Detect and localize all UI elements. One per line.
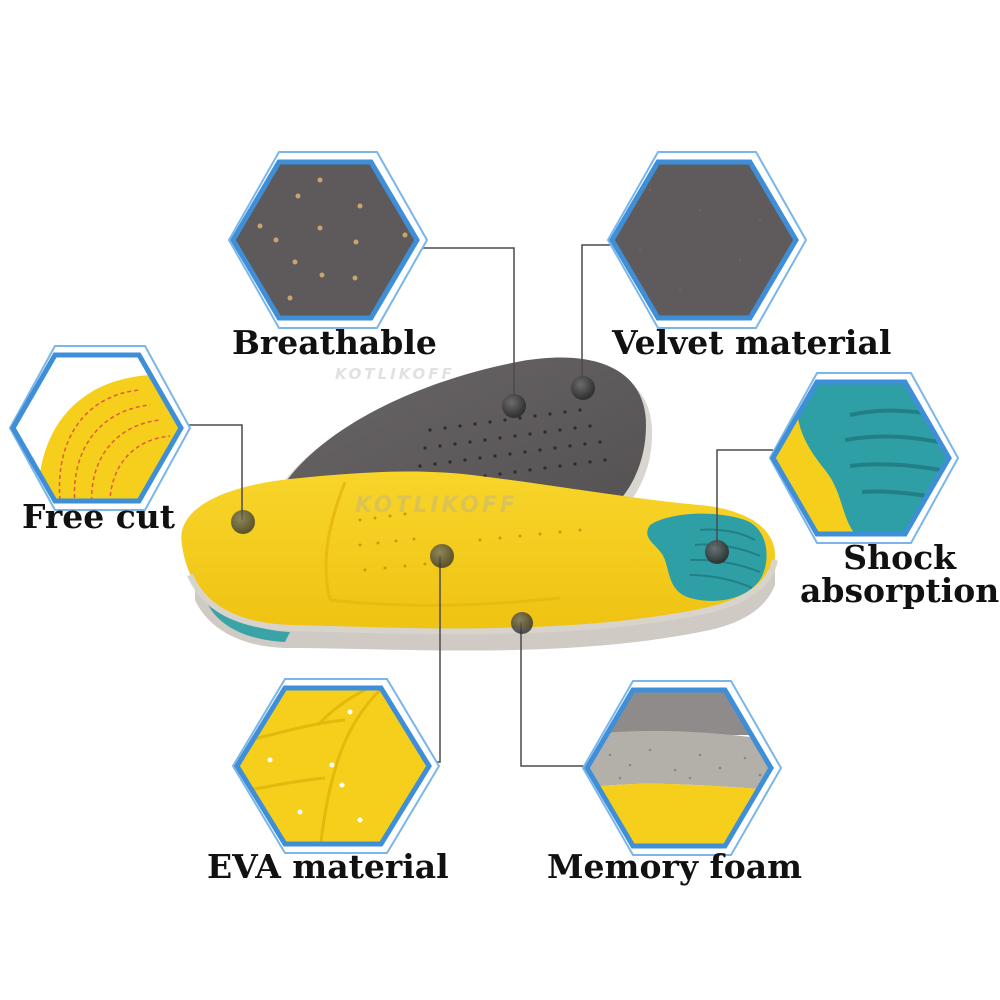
breathable-holes	[418, 408, 607, 484]
front-insole-foam-rim	[187, 559, 778, 635]
marker-velvet	[571, 376, 595, 400]
marker-free-cut	[231, 510, 255, 534]
gel-ridges	[689, 528, 761, 589]
label-eva-material: EVA material	[207, 847, 449, 886]
label-memory-foam: Memory foam	[547, 847, 803, 886]
eva-arch-contour	[324, 481, 561, 607]
front-insole-side	[195, 560, 775, 651]
insole-photo	[181, 357, 778, 651]
hex-memory-foam	[581, 680, 783, 856]
front-insole-teal-underside	[205, 590, 290, 642]
label-free-cut: Free cut	[22, 497, 176, 536]
connector-shock	[716, 449, 773, 550]
hex-breathable	[227, 151, 429, 329]
label-shock-absorption: Shock absorption	[800, 541, 999, 607]
watermark-top: KOTLIKOFF	[335, 365, 455, 383]
connector-free-cut	[181, 424, 243, 520]
connector-memory	[520, 622, 587, 767]
label-breathable: Breathable	[232, 323, 437, 362]
hex-eva-material	[231, 678, 441, 854]
hex-velvet	[606, 151, 808, 329]
watermark-center: KOTLIKOFF	[355, 493, 518, 518]
marker-breathable	[502, 394, 526, 418]
marker-eva	[430, 544, 454, 568]
hex-free-cut	[8, 345, 192, 511]
connector-velvet	[581, 244, 612, 388]
label-shock-line1: Shock	[843, 538, 957, 577]
marker-memory	[511, 612, 533, 634]
connector-breathable	[417, 247, 515, 406]
label-velvet-material: Velvet material	[612, 323, 892, 362]
front-insole-eva	[181, 471, 776, 630]
label-shock-line2: absorption	[800, 571, 1000, 610]
markers	[231, 376, 729, 634]
eva-dots	[358, 512, 582, 572]
marker-shock	[705, 540, 729, 564]
hex-shock-absorption	[768, 372, 960, 544]
